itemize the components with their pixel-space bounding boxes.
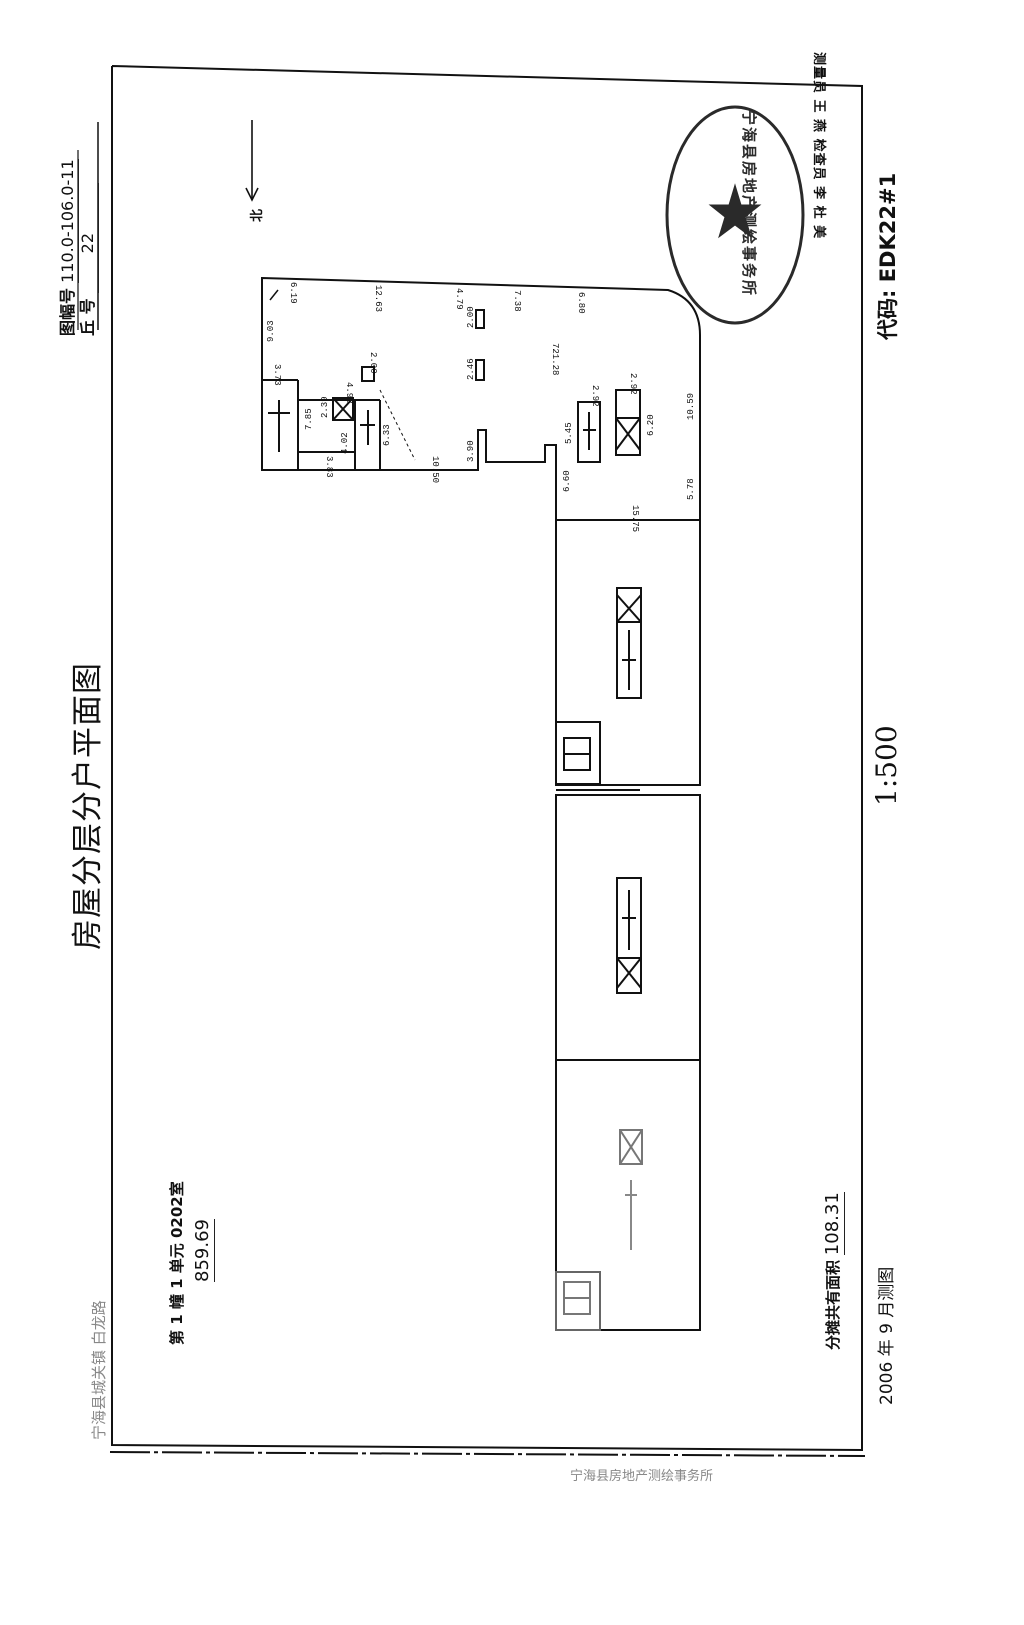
dim-label: 3.90 [466,440,476,462]
surveyor-line: 测量员 王 燕 检查员 李 杜 美 [811,52,826,240]
map-sheet-no: 110.0-106.0-11 [58,159,79,283]
fixture-box [616,587,642,699]
stair-box [555,721,601,785]
fixture-box [475,359,485,381]
shared-area: 分摊共有面积 108.31 [822,1192,845,1350]
dim-label: 5.45 [564,422,574,444]
fixture-box [619,1129,643,1165]
dim-label: 6.20 [646,414,656,436]
dim-label: 12.63 [373,285,383,313]
dim-label: 3.73 [272,364,282,386]
map-sheet-block: 图幅号 110.0-106.0-11 丘 号 22 [58,159,99,336]
map-sheet-label: 图幅号 [58,287,77,336]
dim-label: 721.28 [550,343,560,376]
dim-label: 4.79 [454,288,464,310]
dim-label: 15.75 [630,505,640,533]
dim-label: 6.19 [288,282,298,304]
page-title: 房屋分层分户平面图 [70,662,106,950]
dim-label: 2.00 [466,306,476,328]
dim-label: 5.78 [686,478,696,500]
stair-box [555,1271,601,1331]
dim-label: 6.60 [562,470,572,492]
seal-circle [665,105,805,325]
shared-area-value: 108.31 [822,1192,845,1256]
frame-border [111,65,863,1452]
lot-label: 丘 号 [78,298,97,336]
dim-label: 6.33 [382,424,392,446]
frame-bottom-line [109,1451,866,1457]
seal-text: 宁海县房地产测绘事务所 [740,110,758,298]
unit-outline [261,276,701,521]
code-label: 代码: EDK22#1 [876,172,900,340]
dim-label: 2.46 [466,358,476,380]
scale-label: 1:500 [870,725,903,806]
survey-date: 2006 年 9 月测图 [877,1266,897,1405]
dim-label: 6.80 [576,292,586,314]
dim-label: 9.03 [266,320,276,342]
dim-label: 10.50 [430,456,440,484]
seal-star [708,183,762,239]
dim-label: 4.02 [340,432,350,454]
dim-label: 7.38 [512,290,522,312]
fixture-box [475,309,485,329]
unit-area: 859.69 [192,1219,215,1282]
dim-label: 2.39 [320,396,330,418]
bottom-faint-text: 宁海县房地产测绘事务所 [570,1469,714,1484]
dim-label: 3.83 [324,456,334,478]
fixture-box [361,366,375,382]
unit-line: 第 1 幢 1 单元 0202室 [168,1181,186,1345]
fixture-box [577,401,601,463]
building-block-1 [555,519,701,786]
fixture-box [616,877,642,994]
dim-label: 2.92 [628,373,638,395]
dim-label: 7.85 [304,408,314,430]
dim-label: 10.59 [686,392,696,420]
dim-label: 2.92 [590,385,600,407]
shared-area-label: 分摊共有面积 [824,1259,842,1350]
address-line: 宁海县城关镇 白龙路 [90,1300,108,1440]
building-block-3 [555,1059,701,1331]
dim-label: 2.00 [368,352,378,374]
lot-no: 22 [78,182,99,294]
fixture-box [332,397,354,421]
dim-label: 4.98 [344,382,354,404]
fixture-box [615,389,641,456]
north-label: 北 [250,208,265,222]
